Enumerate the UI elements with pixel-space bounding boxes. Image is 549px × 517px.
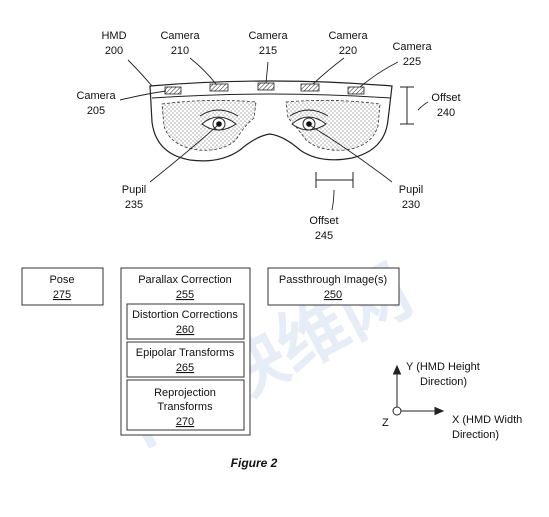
reprojection-label-line2: Transforms <box>157 401 213 413</box>
distortion-label: Distortion Corrections <box>132 309 238 321</box>
camera-215-ref: 215 <box>259 45 277 57</box>
x-axis-label-line2: Direction) <box>452 429 499 441</box>
camera-225-label: Camera <box>392 41 432 53</box>
epipolar-ref: 265 <box>176 362 194 374</box>
pupil-230 <box>306 121 312 127</box>
passthrough-images-block: Passthrough Image(s) 250 <box>267 267 400 306</box>
camera-210-ref: 210 <box>171 45 189 57</box>
headset-leader-lines <box>119 57 429 211</box>
camera-220 <box>300 83 320 92</box>
offset-245-ref: 245 <box>315 230 333 242</box>
reprojection-label-line1: Reprojection <box>154 387 216 399</box>
parallax-label: Parallax Correction <box>138 274 232 286</box>
camera-210-label: Camera <box>160 30 200 42</box>
camera-225 <box>347 86 365 95</box>
y-axis-label-line1: Y (HMD Height <box>406 361 480 373</box>
pupil-230-ref: 230 <box>402 199 420 211</box>
x-axis-arrowhead <box>434 406 445 416</box>
figure-caption: Figure 2 <box>231 456 278 470</box>
offset-245-dimension <box>315 172 354 188</box>
camera-210 <box>209 83 229 92</box>
camera-205-ref: 205 <box>87 105 105 117</box>
pupil-235 <box>216 121 222 127</box>
hmd-ref: 200 <box>105 45 123 57</box>
right-eye <box>289 109 329 131</box>
parallax-ref: 255 <box>176 289 194 301</box>
offset-240-ref: 240 <box>437 107 455 119</box>
hmd-headset <box>149 80 393 162</box>
distortion-corrections-block: Distortion Corrections 260 <box>126 303 245 340</box>
passthrough-label: Passthrough Image(s) <box>279 274 387 286</box>
epipolar-label: Epipolar Transforms <box>136 347 235 359</box>
reprojection-ref: 270 <box>176 416 194 428</box>
camera-205-label: Camera <box>76 90 116 102</box>
passthrough-ref: 250 <box>324 289 342 301</box>
pose-block: Pose 275 <box>21 267 104 306</box>
pupil-230-label: Pupil <box>399 184 423 196</box>
hmd-label: HMD <box>101 30 126 42</box>
pose-label: Pose <box>49 274 74 286</box>
z-axis-label: Z <box>382 417 389 429</box>
reprojection-transforms-block: Reprojection Transforms 270 <box>126 379 245 431</box>
distortion-ref: 260 <box>176 324 194 336</box>
y-axis-label-line2: Direction) <box>420 376 467 388</box>
y-axis-arrowhead <box>392 364 402 375</box>
coordinate-axes <box>392 364 445 416</box>
offset-245-label: Offset <box>309 215 338 227</box>
offset-240-label: Offset <box>431 92 460 104</box>
epipolar-transforms-block: Epipolar Transforms 265 <box>126 341 245 378</box>
pupil-235-ref: 235 <box>125 199 143 211</box>
offset-240-dimension <box>400 86 414 125</box>
camera-205 <box>164 86 182 95</box>
pupil-235-label: Pupil <box>122 184 146 196</box>
x-axis-label-line1: X (HMD Width <box>452 414 522 426</box>
pose-ref: 275 <box>53 289 71 301</box>
camera-220-ref: 220 <box>339 45 357 57</box>
z-axis-origin <box>392 406 402 416</box>
camera-215-label: Camera <box>248 30 288 42</box>
camera-225-ref: 225 <box>403 56 421 68</box>
right-display-region <box>285 100 381 151</box>
camera-215 <box>257 82 275 91</box>
camera-220-label: Camera <box>328 30 368 42</box>
